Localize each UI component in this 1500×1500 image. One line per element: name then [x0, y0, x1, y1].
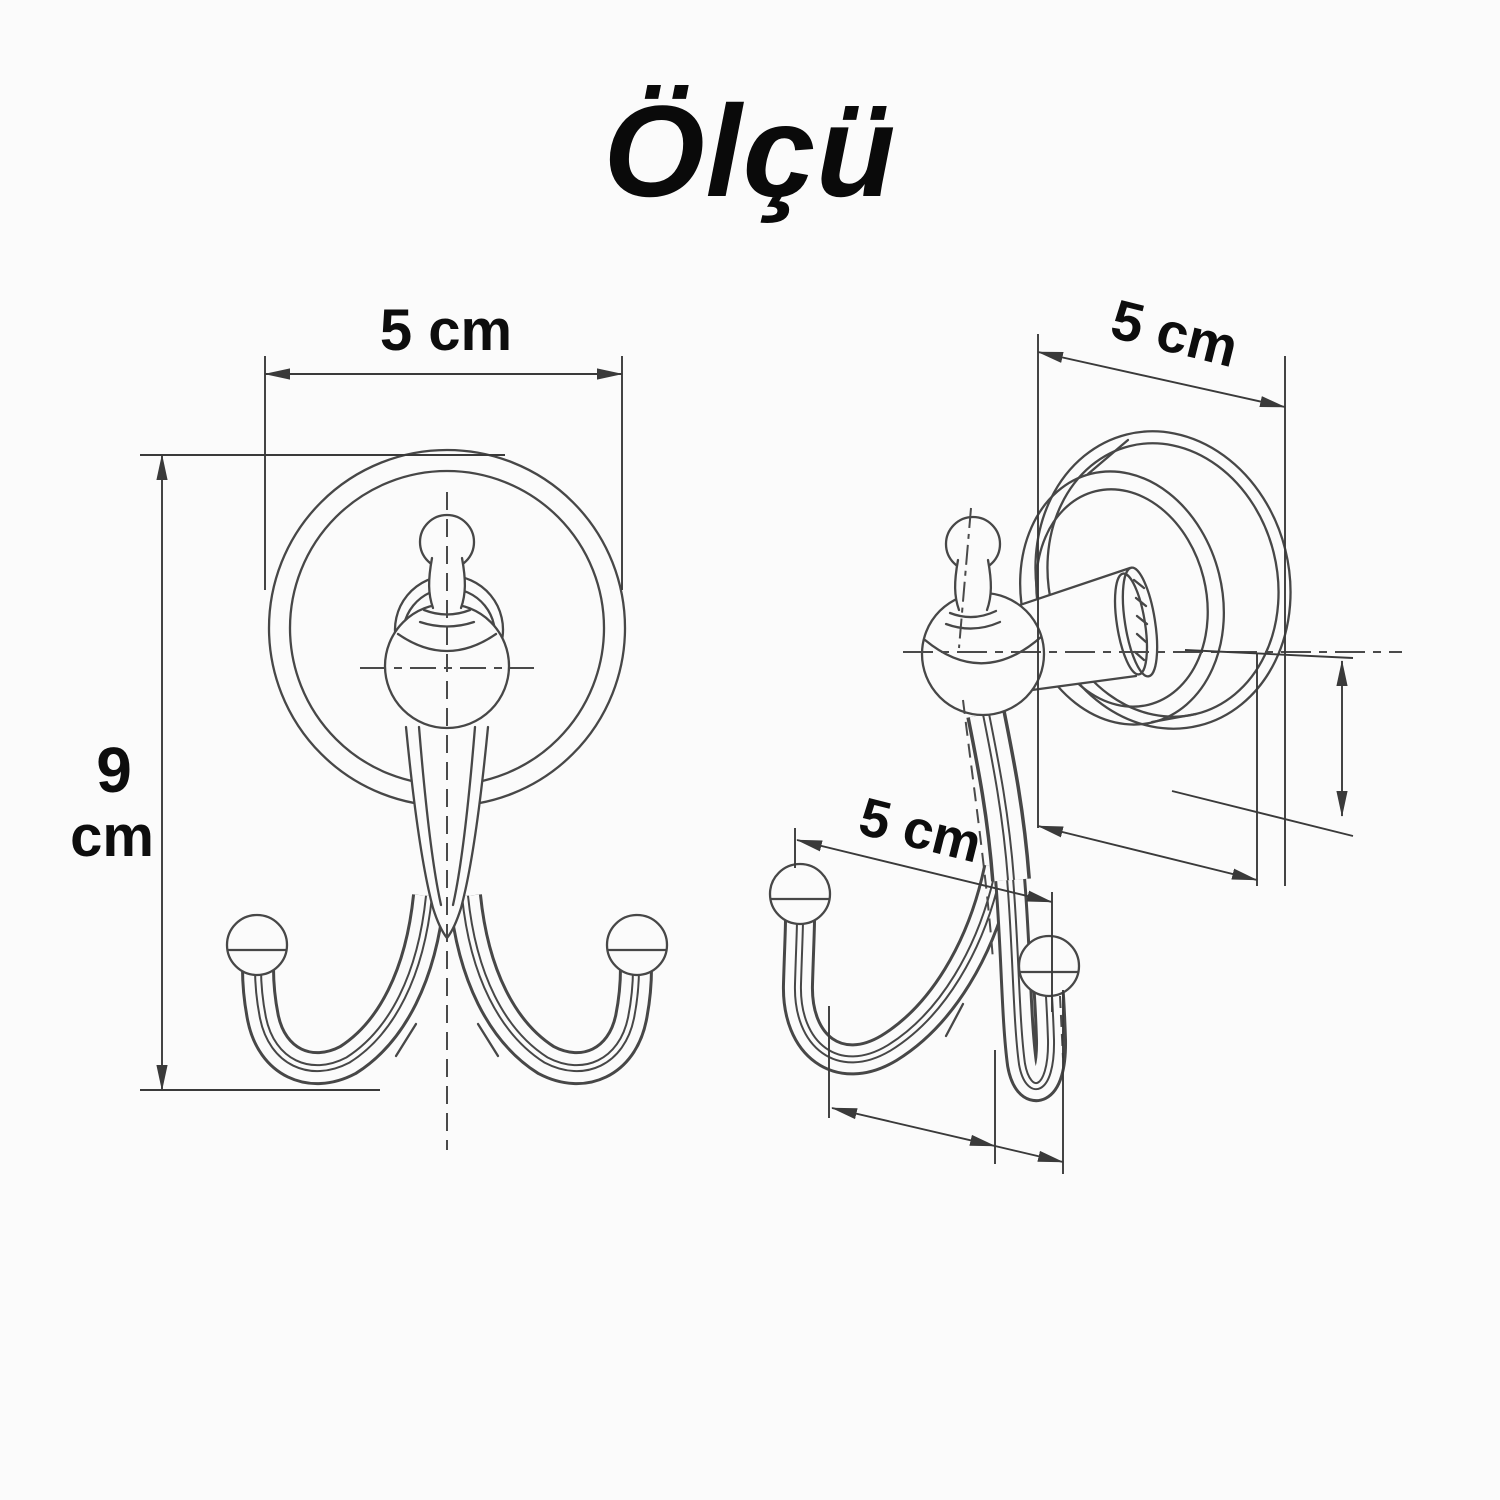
hook-offset-dimension-line-2	[994, 1145, 1064, 1163]
page-title: Ölçü	[604, 78, 897, 224]
side-width-label: 5 cm	[1105, 287, 1244, 379]
hook-offset-dimension-line	[831, 1107, 996, 1147]
front-width-label: 5 cm	[380, 298, 512, 363]
front-height-value: 9	[96, 734, 132, 806]
side-depth-dimension-line	[1037, 825, 1258, 881]
front-height-unit: cm	[70, 804, 154, 869]
hook-span-label: 5 cm	[853, 787, 987, 875]
side-view-drawing	[768, 430, 1402, 1102]
front-view-drawing	[225, 448, 669, 1150]
front-view-dimensions: 5 cm 9 cm	[70, 298, 623, 1091]
side-width-dimension-line	[1037, 351, 1286, 408]
hook-span-dimension-line	[796, 839, 1053, 903]
